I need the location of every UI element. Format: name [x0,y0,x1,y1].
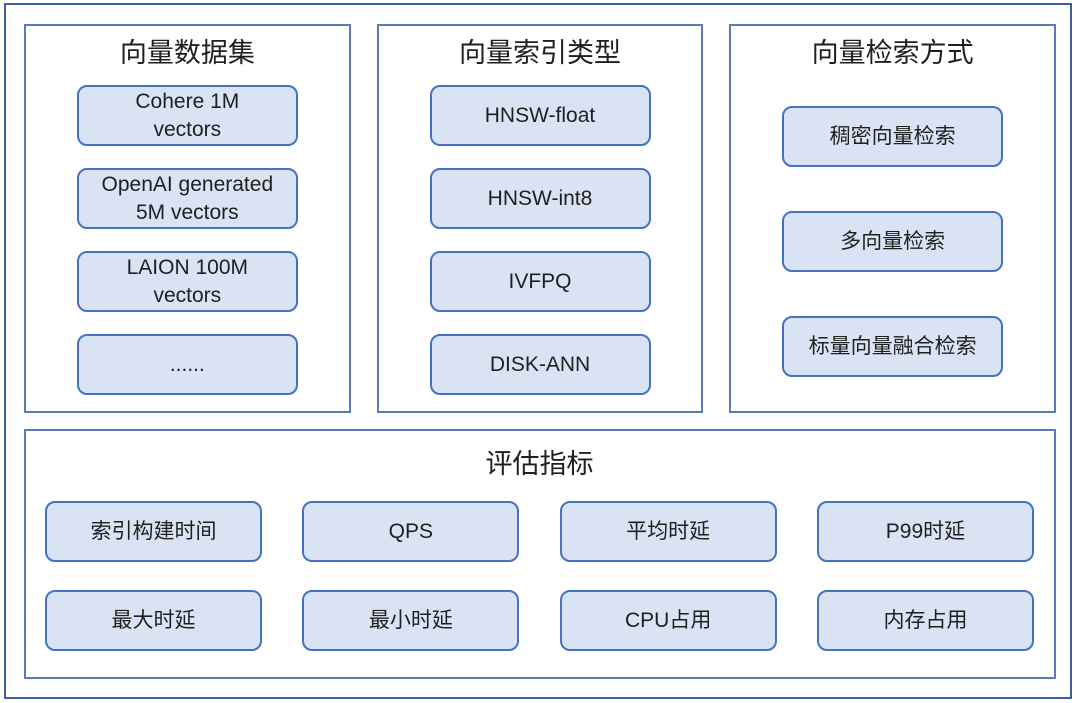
retrieval-box-multi-vector: 多向量检索 [782,211,1004,272]
diagram-frame: 向量数据集 Cohere 1M vectors OpenAI generated… [4,3,1072,699]
top-row: 向量数据集 Cohere 1M vectors OpenAI generated… [24,24,1057,413]
panel-vector-datasets-title: 向量数据集 [119,38,255,68]
metric-box-min-latency: 最小时延 [302,590,520,651]
metric-box-qps: QPS [302,501,520,562]
panel-retrieval-methods-title: 向量检索方式 [811,38,974,68]
vector-datasets-items: Cohere 1M vectors OpenAI generated 5M ve… [76,85,298,395]
metric-box-memory-usage: 内存占用 [816,590,1034,651]
index-box-hnsw-int8: HNSW-int8 [429,168,651,229]
evaluation-metrics-items: 索引构建时间 QPS 平均时延 P99时延 最大时延 最小时延 CPU占用 内存… [45,501,1034,651]
panel-index-types-title: 向量索引类型 [459,38,621,68]
index-box-hnsw-float: HNSW-float [429,85,651,146]
dataset-box-cohere: Cohere 1M vectors [76,85,298,146]
retrieval-box-scalar-vector-fusion: 标量向量融合检索 [782,316,1004,377]
metric-box-avg-latency: 平均时延 [559,501,777,562]
metric-box-index-build-time: 索引构建时间 [45,501,262,562]
index-box-ivfpq: IVFPQ [429,251,651,312]
panel-index-types: 向量索引类型 HNSW-float HNSW-int8 IVFPQ DISK-A… [376,24,704,413]
retrieval-methods-items: 稠密向量检索 多向量检索 标量向量融合检索 [782,106,1004,377]
metric-box-p99-latency: P99时延 [816,501,1034,562]
dataset-box-ellipsis: ...... [76,334,298,395]
index-types-items: HNSW-float HNSW-int8 IVFPQ DISK-ANN [429,85,651,395]
metric-box-max-latency: 最大时延 [45,590,262,651]
retrieval-box-dense: 稠密向量检索 [782,106,1004,167]
dataset-box-openai: OpenAI generated 5M vectors [76,168,298,229]
panel-evaluation-metrics: 评估指标 索引构建时间 QPS 平均时延 P99时延 最大时延 最小时延 CPU… [24,429,1056,679]
panel-retrieval-methods: 向量检索方式 稠密向量检索 多向量检索 标量向量融合检索 [729,24,1057,413]
panel-evaluation-metrics-title: 评估指标 [485,449,594,479]
metric-box-cpu-usage: CPU占用 [559,590,777,651]
dataset-box-laion: LAION 100M vectors [76,251,298,312]
panel-vector-datasets: 向量数据集 Cohere 1M vectors OpenAI generated… [24,24,351,413]
index-box-disk-ann: DISK-ANN [429,334,651,395]
